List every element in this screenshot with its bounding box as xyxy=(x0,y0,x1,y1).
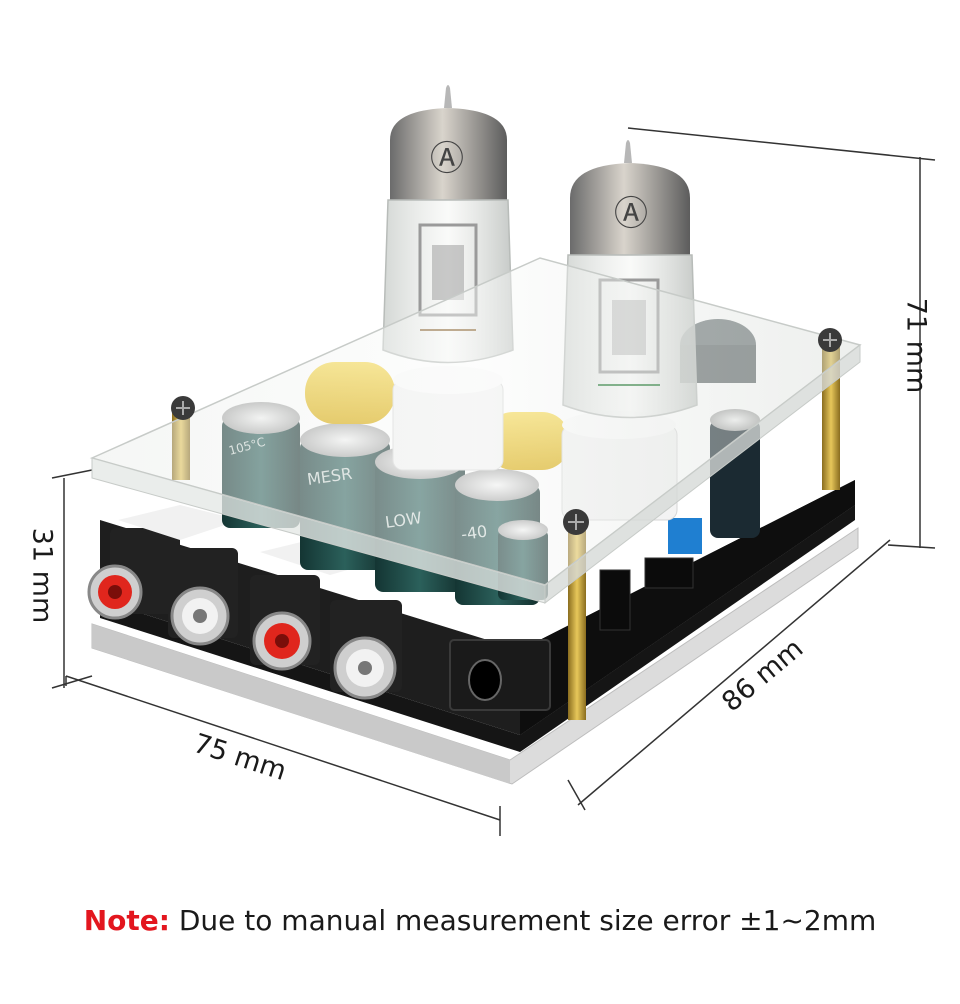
ic-chip xyxy=(599,569,631,631)
height-dimension-label: 71 mm xyxy=(900,297,932,394)
note-text: Due to manual measurement size error ±1~… xyxy=(169,904,877,937)
acrylic-top-plate xyxy=(89,257,862,605)
tube-logo-right: Ⓐ xyxy=(614,194,648,234)
note-prefix: Note: xyxy=(83,904,170,937)
tube-logo-left: Ⓐ xyxy=(430,139,464,179)
dimension-lines xyxy=(51,127,936,836)
measurement-note: Note: Due to manual measurement size err… xyxy=(0,904,960,937)
ic-chip-2 xyxy=(644,557,694,589)
screws xyxy=(171,328,842,535)
blue-capacitor xyxy=(668,518,702,554)
base-plate xyxy=(91,527,859,785)
dc-jack-hole xyxy=(468,659,502,701)
thickness-dimension-label: 31 mm xyxy=(26,527,58,624)
